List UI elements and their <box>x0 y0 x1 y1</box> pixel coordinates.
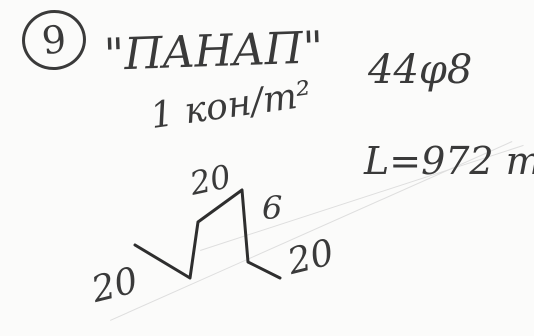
dim-top: 20 <box>186 157 235 203</box>
rebar-quantity: 44φ8 <box>368 47 473 93</box>
rebar-length: L=972 m <box>364 139 534 183</box>
dim-right-short: 6 <box>262 189 283 227</box>
bend-shape <box>133 188 282 280</box>
